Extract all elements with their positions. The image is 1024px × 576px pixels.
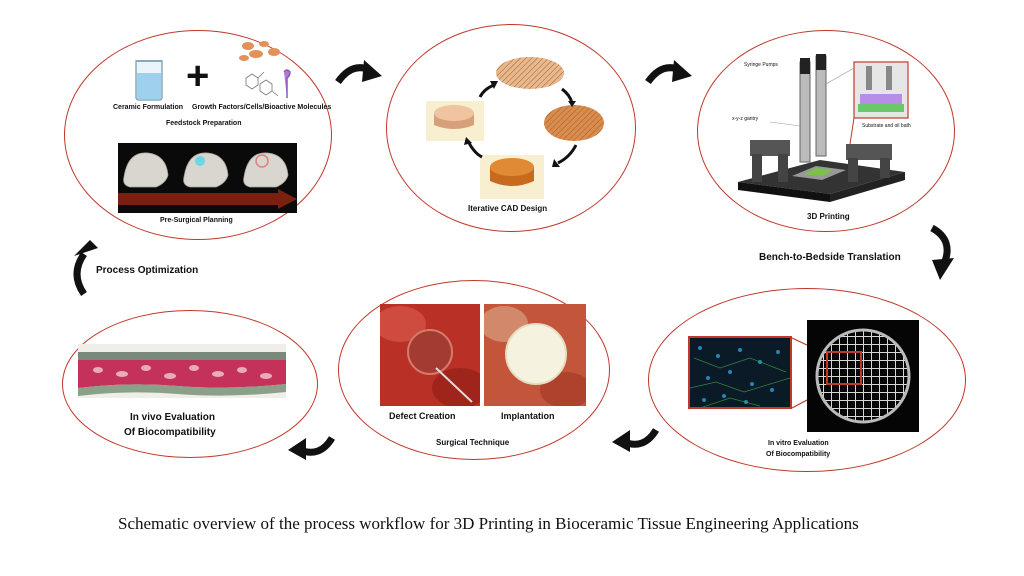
in-vivo-biocompatibility-label: Of Biocompatibility [124,427,216,438]
in-vitro-evaluation-label: In vitro Evaluation [768,440,829,447]
bioprinter-illustration [738,54,909,202]
arrow-printing-to-in-vitro [930,224,954,280]
implantation-label: Implantation [501,411,555,421]
defect-creation-photo [380,304,480,406]
defect-creation-label: Defect Creation [389,411,456,421]
surgical-technique-label: Surgical Technique [436,438,510,447]
bench-to-bedside-label: Bench-to-Bedside Translation [759,252,901,263]
growth-factors-label: Growth Factors/Cells/Bioactive Molecules [192,104,332,111]
process-optimization-label: Process Optimization [96,265,199,276]
cad-design-cycle [426,57,604,199]
plus-symbol: + [186,54,210,98]
histology-image [78,344,286,398]
arrow-in-vitro-to-surgical [612,428,660,452]
gantry-label: x-y-z gantry [732,116,759,122]
cell-fluorescence-image [688,336,792,409]
in-vitro-biocompatibility-label: Of Biocompatibility [766,451,831,458]
arrow-in-vivo-to-feedstock [73,240,98,297]
skull-ct-panel [118,143,297,213]
arrow-surgical-to-in-vivo [288,436,336,460]
substrate-oil-bath-label: Substrate and oil bath [862,123,911,129]
pre-surgical-planning-label: Pre-Surgical Planning [160,217,233,224]
printed-scaffold-image [807,320,919,432]
in-vivo-evaluation-label: In vivo Evaluation [130,412,216,423]
beaker-icon [135,60,163,101]
arrow-feedstock-to-cad [335,60,382,85]
3d-printing-label: 3D Printing [807,212,850,221]
ceramic-formulation-label: Ceramic Formulation [113,104,184,111]
cad-design-label: Iterative CAD Design [468,204,548,213]
feedstock-preparation-label: Feedstock Preparation [166,120,242,127]
syringe-pumps-label: Syringe Pumps [744,62,778,68]
growth-factors-icon [239,41,291,98]
implantation-photo [484,304,586,406]
arrow-cad-to-printing [645,60,692,85]
figure-caption: Schematic overview of the process workfl… [118,514,859,533]
